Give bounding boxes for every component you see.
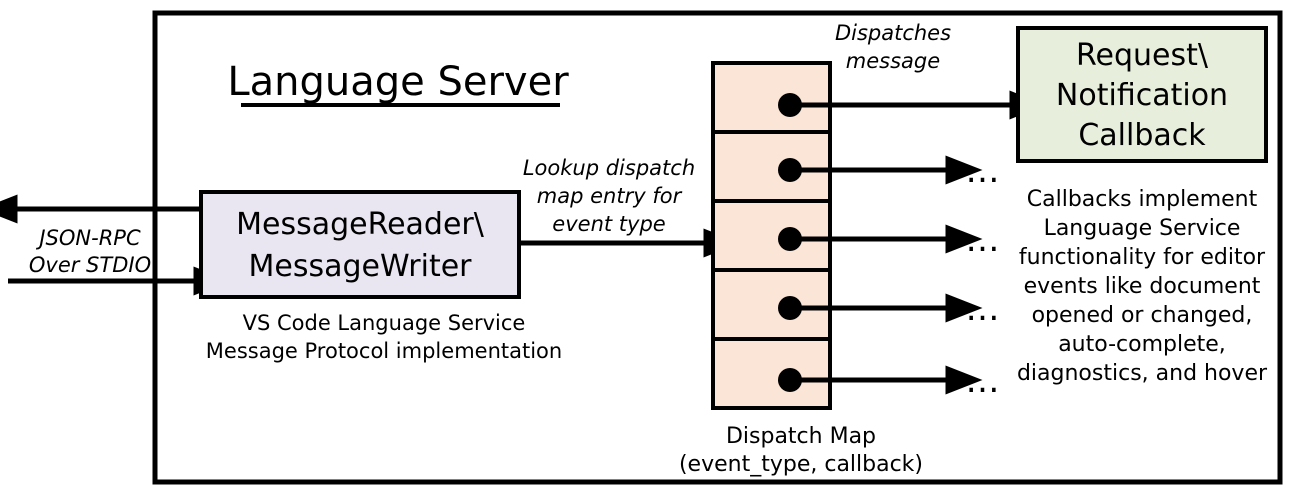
callback-caption-line-2: functionality for editor [1019, 245, 1266, 270]
message-box-caption-line2: Message Protocol implementation [206, 339, 562, 363]
dispatch-map-row-0[interactable] [711, 61, 832, 134]
callback-caption-line-3: events like document [1024, 274, 1261, 299]
callback-caption-line-5: auto-complete, [1058, 332, 1226, 357]
dispatch-map-caption-line2: (event_type, callback) [679, 452, 923, 477]
message-box-line2: MessageWriter [248, 249, 472, 284]
callback-box-line3: Callback [1078, 118, 1206, 153]
page-title: Language Server [227, 59, 569, 105]
callback-box-line2: Notification [1056, 78, 1228, 113]
dispatch-map-table[interactable] [711, 61, 832, 410]
language-server-container [152, 10, 1283, 485]
dispatch-ellipsis-2: … [966, 220, 1003, 260]
callback-caption-line-6: diagnostics, and hover [1017, 361, 1268, 386]
callback-caption-line-0: Callbacks implement [1027, 187, 1258, 212]
request-notification-callback-box[interactable] [1016, 26, 1268, 163]
dispatches-label-line1: Dispatches [835, 21, 951, 45]
dispatch-map-row-1[interactable] [711, 130, 832, 203]
dispatch-ellipsis-1: … [966, 151, 1003, 191]
callback-box-line1: Request\ [1076, 38, 1209, 73]
callback-caption-line-4: opened or changed, [1032, 303, 1253, 328]
dispatch-ellipsis-3: … [966, 289, 1003, 329]
dispatch-map-row-4[interactable] [711, 337, 832, 410]
message-box-caption-line1: VS Code Language Service [243, 311, 526, 335]
dispatches-label-line2: message [846, 49, 940, 73]
jsonrpc-label-line2: Over STDIO [29, 253, 151, 277]
message-reader-writer-box[interactable] [199, 190, 521, 299]
jsonrpc-label-line1: JSON-RPC [35, 226, 141, 250]
lookup-label-line3: event type [552, 212, 665, 236]
lookup-label-line1: Lookup dispatch [523, 156, 695, 180]
dispatch-ellipsis-4: … [966, 361, 1003, 401]
lookup-label-line2: map entry for [537, 184, 683, 208]
dispatch-map-caption-line1: Dispatch Map [726, 424, 876, 449]
dispatch-map-row-3[interactable] [711, 268, 832, 341]
message-box-line1: MessageReader\ [236, 207, 485, 242]
callback-caption-line-1: Language Service [1044, 216, 1241, 241]
dispatch-map-row-2[interactable] [711, 199, 832, 272]
